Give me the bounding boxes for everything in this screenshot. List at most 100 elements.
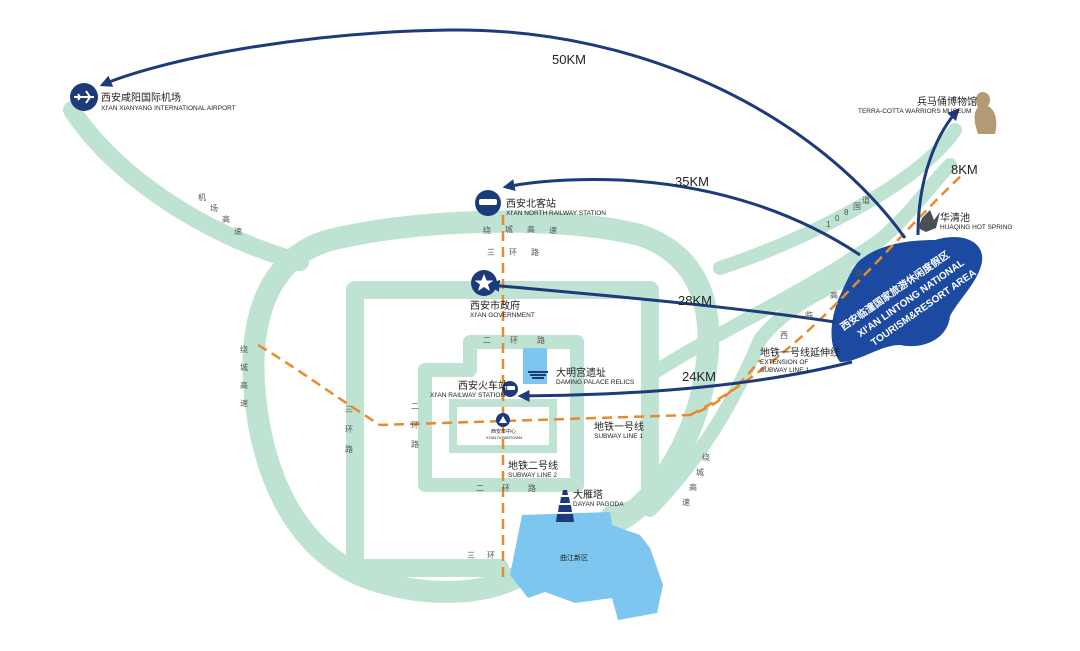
road-label-national-road: 1 0 8 国 道 [826, 195, 870, 229]
pagoda-icon [556, 490, 574, 522]
road-char: 绕 [240, 344, 248, 354]
road-char: 环 [502, 484, 510, 493]
arrow-government [487, 279, 836, 324]
airport-marker: 西安咸阳国际机场 XI'AN XIANYANG INTERNATIONAL AI… [70, 83, 236, 112]
road-char: 路 [537, 335, 545, 345]
distance-north-station: 35KM [675, 174, 709, 189]
road-char: 城 [505, 225, 513, 234]
arrow-north-station [502, 177, 861, 257]
arrow-railway-station [517, 360, 853, 402]
road-char: 高 [240, 380, 248, 390]
qujiang-district [510, 512, 663, 620]
downtown-label-zh: 西安市中心 [491, 428, 516, 435]
dayan-pagoda-label-en: DAYAN PAGODA [573, 501, 624, 508]
road-label-third-ring-bottom: 三 环 [467, 551, 495, 560]
road-char: 0 [835, 214, 840, 223]
government-label-zh: 西安市政府 [470, 299, 520, 312]
government-marker: 西安市政府 XI'AN GOVERNMENT [470, 270, 535, 319]
arrow-terracotta [916, 108, 960, 236]
road-label-ring-left: 绕 城 高 速 [240, 344, 248, 408]
road-label-third-ring-left: 三 环 路 [345, 405, 353, 454]
airport-label-en: XI'AN XIANYANG INTERNATIONAL AIRPORT [101, 105, 236, 112]
road-char: 二 [476, 484, 484, 493]
road-label-second-ring-bottom: 二 环 路 [476, 483, 536, 493]
national-road-108 [713, 123, 962, 275]
road-label-airport-expressway: 机 场 高 速 [198, 192, 242, 236]
road-char: 环 [509, 248, 517, 257]
subway-line-1 [257, 343, 761, 427]
road-char: 机 [198, 192, 206, 202]
dayan-pagoda-marker: 大雁塔 DAYAN PAGODA [556, 488, 624, 522]
road-char: 路 [528, 483, 536, 493]
road-char: 路 [411, 439, 419, 449]
road-char: 路 [531, 247, 539, 257]
government-label-en: XI'AN GOVERNMENT [470, 312, 535, 319]
airport-expressway [63, 101, 309, 271]
second-ring-road [418, 335, 584, 492]
road-char: 绕 [702, 452, 710, 462]
subway-line-1-label-zh: 地铁一号线 [594, 420, 644, 433]
palace-icon [528, 371, 548, 379]
subway-line-2-label-zh: 地铁二号线 [508, 459, 558, 472]
road-char: 三 [467, 551, 475, 560]
road-char: 环 [510, 336, 518, 345]
road-char: 路 [345, 444, 353, 454]
road-char: 二 [483, 336, 491, 345]
road-char: 高 [830, 290, 838, 300]
north-station-label-en: XI'AN NORTH RAILWAY STATION [506, 210, 606, 217]
road-char: 高 [689, 482, 697, 492]
road-label-third-ring-top: 三 环 路 [487, 247, 539, 257]
airport-label-zh: 西安咸阳国际机场 [101, 91, 181, 104]
road-char: 8 [844, 208, 849, 217]
huaqing-label-en: HUAQING HOT SPRING [940, 224, 1012, 231]
road-char: 环 [487, 551, 495, 560]
road-char: 国 [853, 202, 861, 211]
distance-government: 28KM [678, 293, 712, 308]
subway-line-1-extension [689, 171, 966, 417]
road-char: 道 [862, 195, 870, 205]
xilin-expressway [643, 158, 957, 382]
road-char: 环 [411, 421, 419, 430]
downtown-label-en: XI'AN DOWNTOWN [486, 435, 522, 440]
arrow-airport [99, 28, 907, 239]
dayan-pagoda-label-zh: 大雁塔 [573, 488, 603, 501]
road-char: 速 [855, 269, 863, 278]
road-char: 环 [345, 425, 353, 434]
north-station-label-zh: 西安北客站 [506, 197, 556, 210]
huaqing-label-zh: 华清池 [940, 211, 970, 224]
road-char: 高 [527, 224, 535, 234]
road-label-second-ring-top: 二 环 路 [483, 335, 545, 345]
road-char: 场 [210, 204, 218, 213]
daming-palace-label-zh: 大明宫遗址 [556, 366, 606, 379]
terracotta-label-zh: 兵马俑博物馆 [917, 95, 977, 108]
daming-palace-label-en: DAMING PALACE RELICS [556, 379, 635, 386]
distance-terracotta: 8KM [951, 162, 978, 177]
subway-ext-label-en-2: SUBWAY LINE 1 [760, 367, 809, 374]
subway-ext-label-zh: 地铁一号线延伸线 [760, 346, 840, 359]
railway-station-marker: 西安火车站 XI'AN RAILWAY STATION [430, 379, 518, 399]
road-label-ring-right: 绕 城 高 速 [682, 452, 710, 507]
railway-station-label-zh: 西安火车站 [458, 379, 508, 392]
subway-ext-label-en-1: EXTENSION OF [760, 359, 808, 366]
road-char: 速 [234, 227, 242, 236]
road-label-ring-top: 绕 城 高 速 [483, 224, 557, 235]
railway-station-label-en: XI'AN RAILWAY STATION [430, 392, 505, 399]
road-char: 绕 [483, 225, 491, 235]
statue-icon [918, 210, 940, 232]
north-station-marker: 西安北客站 XI'AN NORTH RAILWAY STATION [475, 190, 606, 217]
road-char: 高 [222, 214, 230, 224]
road-char: 三 [345, 405, 353, 414]
subway-line-2-label-en: SUBWAY LINE 2 [508, 472, 557, 479]
east-connector [643, 253, 887, 517]
downtown-marker: 西安市中心 XI'AN DOWNTOWN [486, 413, 522, 440]
ring-expressway [242, 210, 651, 603]
road-label-xilin-expressway: 西 临 高 速 [780, 269, 863, 340]
road-char: 三 [487, 248, 495, 257]
huaqing-marker: 华清池 HUAQING HOT SPRING [918, 210, 1012, 232]
distance-airport: 50KM [552, 52, 586, 67]
road-char: 1 [826, 220, 831, 229]
road-char: 城 [240, 363, 248, 372]
terracotta-marker: 兵马俑博物馆 TERRA-COTTA WARRIORS MUSEUM [858, 92, 997, 134]
terracotta-label-en: TERRA-COTTA WARRIORS MUSEUM [858, 108, 971, 115]
